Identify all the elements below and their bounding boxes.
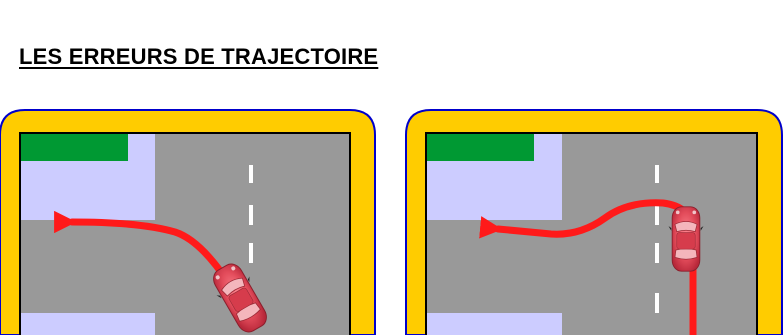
scene-left	[0, 109, 376, 335]
grass-area	[426, 133, 534, 161]
page-title: LES ERREURS DE TRAJECTOIRE	[19, 44, 379, 69]
car	[668, 206, 704, 272]
sidewalk-bottom	[20, 313, 155, 335]
grass-area	[20, 133, 128, 161]
scene-right	[405, 109, 783, 335]
road-border	[425, 132, 758, 335]
road-border	[19, 132, 351, 335]
lane-markings	[655, 165, 659, 313]
sidewalk-bottom	[426, 313, 562, 335]
trajectory-arrow	[54, 210, 232, 286]
